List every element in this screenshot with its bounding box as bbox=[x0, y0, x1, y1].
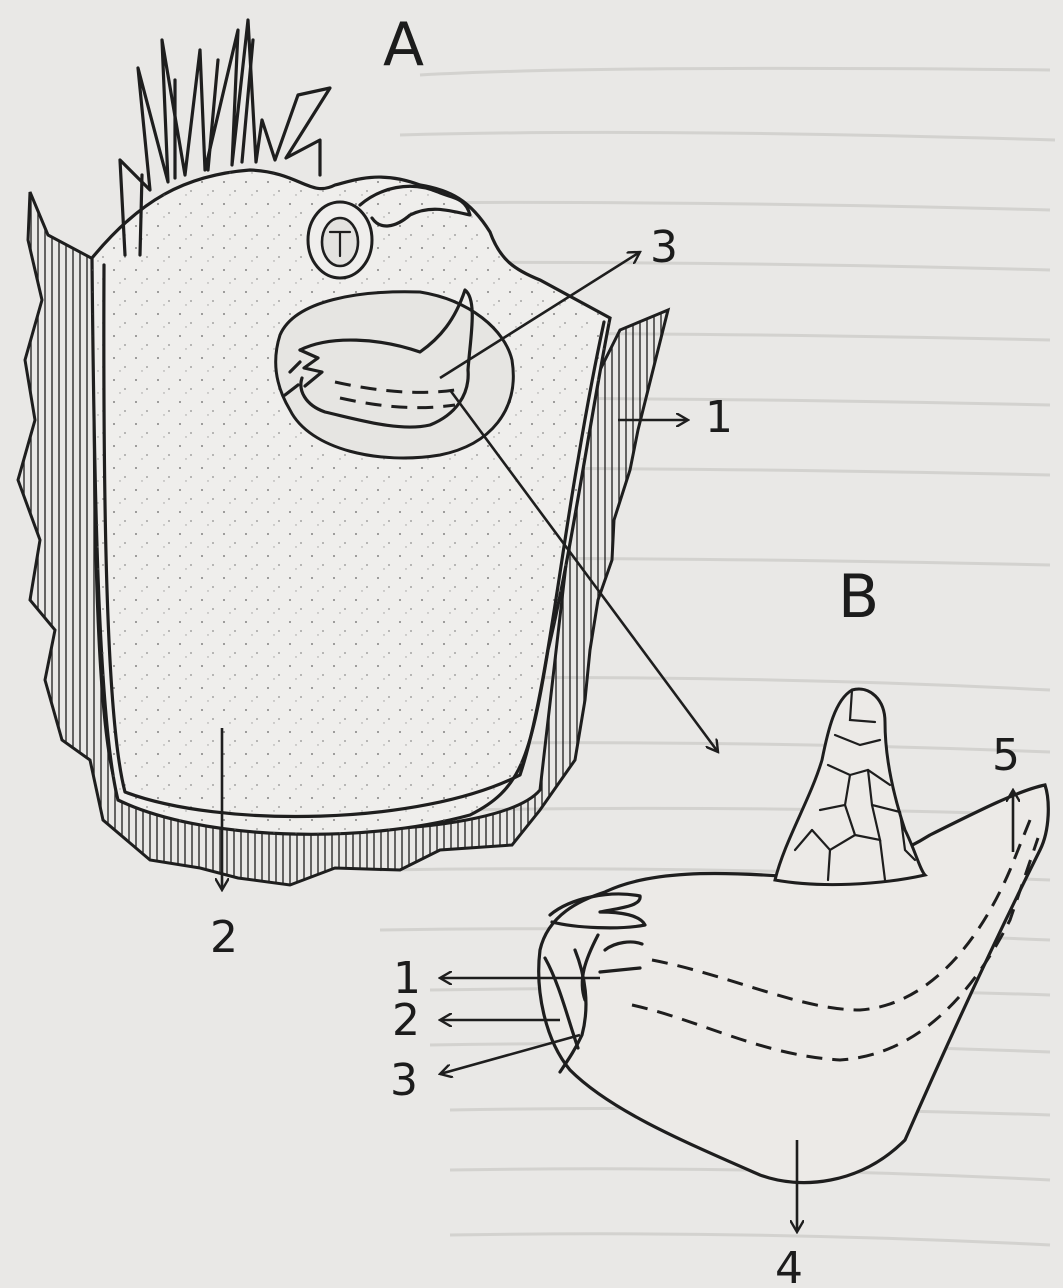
panel-b-title: B bbox=[838, 562, 879, 632]
panel-a-label-3: 3 bbox=[650, 222, 678, 273]
panel-b-label-2: 2 bbox=[392, 995, 420, 1046]
figure-a: A 3 1 2 bbox=[18, 10, 733, 963]
panel-a-label-1: 1 bbox=[705, 392, 733, 443]
panel-a-title: A bbox=[383, 10, 424, 80]
panel-b-label-4: 4 bbox=[775, 1243, 803, 1283]
panel-b-label-5: 5 bbox=[992, 730, 1020, 781]
panel-b-label-3: 3 bbox=[390, 1055, 418, 1106]
panel-a-label-2: 2 bbox=[210, 912, 238, 963]
embryo-cavity bbox=[276, 292, 514, 458]
